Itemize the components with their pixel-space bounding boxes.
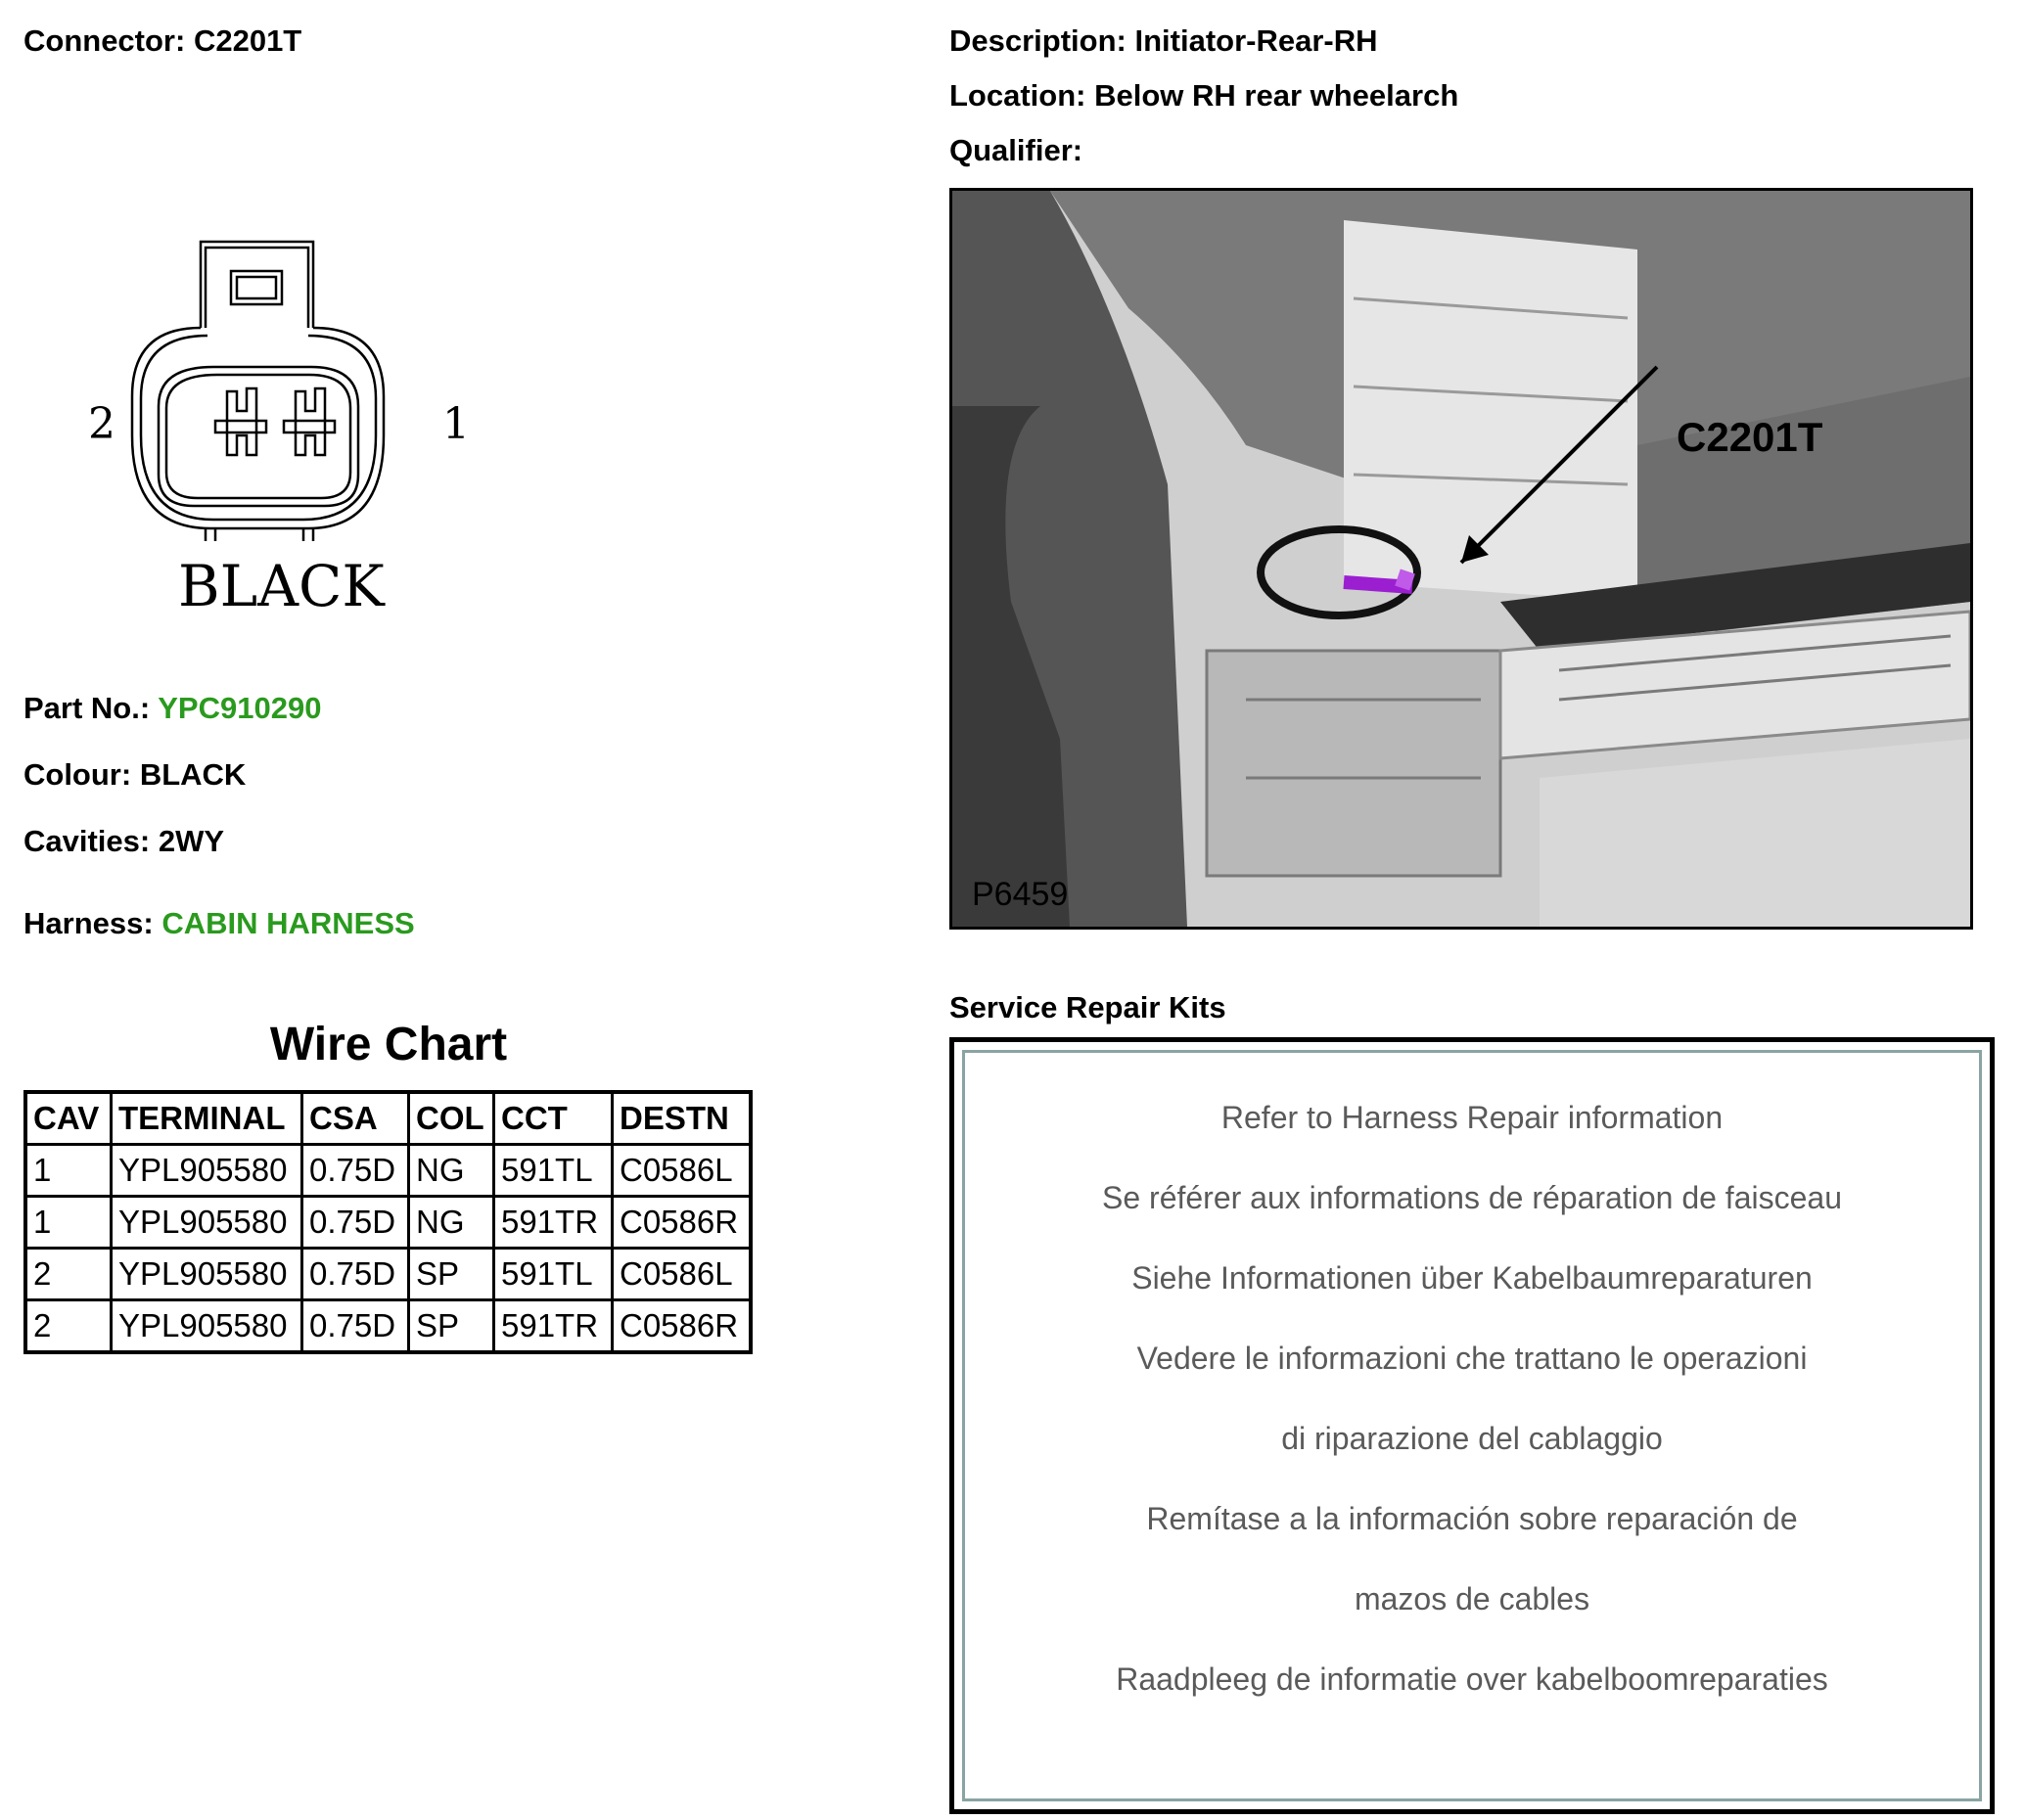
colour-label: Colour: bbox=[23, 757, 132, 792]
kit-line-french: Se référer aux informations de réparatio… bbox=[1102, 1180, 1842, 1215]
description-value: Initiator-Rear-RH bbox=[1134, 23, 1378, 58]
cell-terminal: YPL905580 bbox=[110, 1247, 303, 1301]
cell-destn: C0586L bbox=[611, 1143, 753, 1198]
cell-csa: 0.75D bbox=[300, 1143, 410, 1198]
kit-line-spanish-2: mazos de cables bbox=[1354, 1581, 1590, 1616]
table-row: 1 YPL905580 0.75D NG 591TR C0586R bbox=[23, 1195, 753, 1250]
service-kits-title: Service Repair Kits bbox=[949, 990, 1226, 1024]
cell-cct: 591TL bbox=[492, 1247, 614, 1301]
connector-face-diagram: 2 1 BLACK bbox=[88, 240, 470, 619]
qualifier-label: Qualifier: bbox=[949, 133, 1083, 167]
part-number-line: Part No.: YPC910290 bbox=[23, 691, 321, 726]
wire-chart-title: Wire Chart bbox=[269, 1019, 508, 1070]
cell-cct: 591TR bbox=[492, 1298, 614, 1354]
cell-destn: C0586L bbox=[611, 1247, 753, 1301]
connector-label: Connector: bbox=[23, 23, 186, 58]
connector-callout-label: C2201T bbox=[1677, 414, 1823, 460]
connector-line: Connector: C2201T bbox=[23, 23, 301, 59]
header-terminal: TERMINAL bbox=[110, 1090, 303, 1146]
colour-value: BLACK bbox=[139, 757, 247, 792]
pin-1-label: 1 bbox=[442, 399, 470, 449]
service-kits-box: Refer to Harness Repair information Se r… bbox=[949, 1037, 1995, 1814]
cell-terminal: YPL905580 bbox=[110, 1143, 303, 1198]
harness-line: Harness: CABIN HARNESS bbox=[23, 906, 415, 941]
table-row: 2 YPL905580 0.75D SP 591TR C0586R bbox=[23, 1298, 753, 1354]
kit-line-spanish-1: Remítase a la información sobre reparaci… bbox=[1146, 1501, 1798, 1536]
qualifier-line: Qualifier: bbox=[949, 133, 1082, 168]
kit-line-italian-2: di riparazione del cablaggio bbox=[1281, 1421, 1663, 1456]
cell-col: NG bbox=[407, 1143, 495, 1198]
location-value: Below RH rear wheelarch bbox=[1094, 78, 1459, 113]
cell-cav: 1 bbox=[23, 1195, 113, 1250]
harness-label: Harness: bbox=[23, 906, 154, 940]
cell-cav: 2 bbox=[23, 1298, 113, 1354]
location-photo: C2201T P6459 bbox=[949, 188, 1973, 930]
cell-terminal: YPL905580 bbox=[110, 1298, 303, 1354]
harness-link[interactable]: CABIN HARNESS bbox=[161, 906, 415, 940]
colour-line: Colour: BLACK bbox=[23, 757, 246, 793]
cell-csa: 0.75D bbox=[300, 1195, 410, 1250]
kit-line-italian-1: Vedere le informazioni che trattano le o… bbox=[1136, 1341, 1808, 1376]
header-destn: DESTN bbox=[611, 1090, 753, 1146]
part-number-link[interactable]: YPC910290 bbox=[158, 691, 322, 725]
vehicle-underbody-illustration bbox=[952, 191, 1970, 927]
part-number-label: Part No.: bbox=[23, 691, 151, 725]
header-cav: CAV bbox=[23, 1090, 113, 1146]
table-row: 1 YPL905580 0.75D NG 591TL C0586L bbox=[23, 1143, 753, 1198]
cell-terminal: YPL905580 bbox=[110, 1195, 303, 1250]
pin-2-label: 2 bbox=[88, 399, 115, 449]
cell-cav: 2 bbox=[23, 1247, 113, 1301]
kit-line-dutch: Raadpleeg de informatie over kabelboomre… bbox=[1116, 1661, 1828, 1697]
photo-reference-number: P6459 bbox=[972, 876, 1069, 913]
cavities-value: 2WY bbox=[158, 824, 225, 858]
cell-destn: C0586R bbox=[611, 1298, 753, 1354]
connector-colour-caption: BLACK bbox=[178, 553, 386, 619]
cell-cct: 591TL bbox=[492, 1143, 614, 1198]
cell-cav: 1 bbox=[23, 1143, 113, 1198]
location-label: Location: bbox=[949, 78, 1086, 113]
connector-value: C2201T bbox=[193, 23, 302, 58]
kit-line-german: Siehe Informationen über Kabelbaumrepara… bbox=[1131, 1260, 1813, 1296]
cell-col: SP bbox=[407, 1298, 495, 1354]
cell-cct: 591TR bbox=[492, 1195, 614, 1250]
cell-csa: 0.75D bbox=[300, 1298, 410, 1354]
description-label: Description: bbox=[949, 23, 1127, 58]
kit-line-english: Refer to Harness Repair information bbox=[1220, 1100, 1724, 1135]
header-cct: CCT bbox=[492, 1090, 614, 1146]
cavities-line: Cavities: 2WY bbox=[23, 824, 224, 859]
wire-chart-header-row: CAV TERMINAL CSA COL CCT DESTN bbox=[23, 1090, 753, 1146]
location-line: Location: Below RH rear wheelarch bbox=[949, 78, 1458, 114]
cell-col: SP bbox=[407, 1247, 495, 1301]
wire-chart-table: CAV TERMINAL CSA COL CCT DESTN 1 YPL9055… bbox=[23, 1090, 753, 1354]
cell-destn: C0586R bbox=[611, 1195, 753, 1250]
cell-col: NG bbox=[407, 1195, 495, 1250]
cavities-label: Cavities: bbox=[23, 824, 151, 858]
table-row: 2 YPL905580 0.75D SP 591TL C0586L bbox=[23, 1247, 753, 1301]
description-line: Description: Initiator-Rear-RH bbox=[949, 23, 1378, 59]
cell-csa: 0.75D bbox=[300, 1247, 410, 1301]
service-kits-inner-frame: Refer to Harness Repair information Se r… bbox=[962, 1050, 1982, 1801]
header-csa: CSA bbox=[300, 1090, 410, 1146]
header-col: COL bbox=[407, 1090, 495, 1146]
